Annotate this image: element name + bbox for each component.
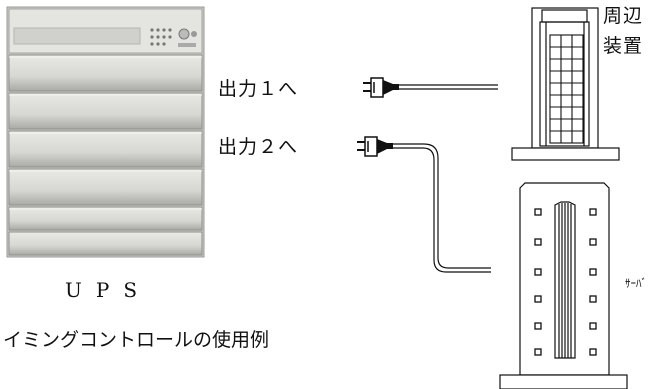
output-1-label: 出力１へ	[218, 78, 299, 100]
plug-2	[357, 136, 393, 157]
plug-1	[363, 77, 399, 98]
output-2-label: 出力２へ	[218, 136, 299, 158]
server-label: ｻｰﾊﾞ	[625, 277, 647, 290]
diagram-caption: イミングコントロールの使用例	[3, 329, 270, 351]
server-device	[499, 182, 628, 389]
peripheral-label-line2: 装置	[603, 35, 644, 57]
cord-1	[399, 84, 498, 90]
peripheral-vent-grid	[549, 34, 584, 144]
ups-label: UPS	[65, 278, 152, 302]
peripheral-device	[511, 7, 620, 161]
peripheral-label-line1: 周辺	[603, 5, 644, 27]
cord-2	[393, 143, 491, 273]
server-center-panel	[554, 201, 576, 359]
ups-unit	[6, 6, 205, 258]
ups-drawers	[8, 54, 203, 256]
server-indicator-lights	[534, 208, 597, 356]
ups-control-panel	[150, 28, 197, 47]
ups-top-panel	[8, 8, 203, 54]
